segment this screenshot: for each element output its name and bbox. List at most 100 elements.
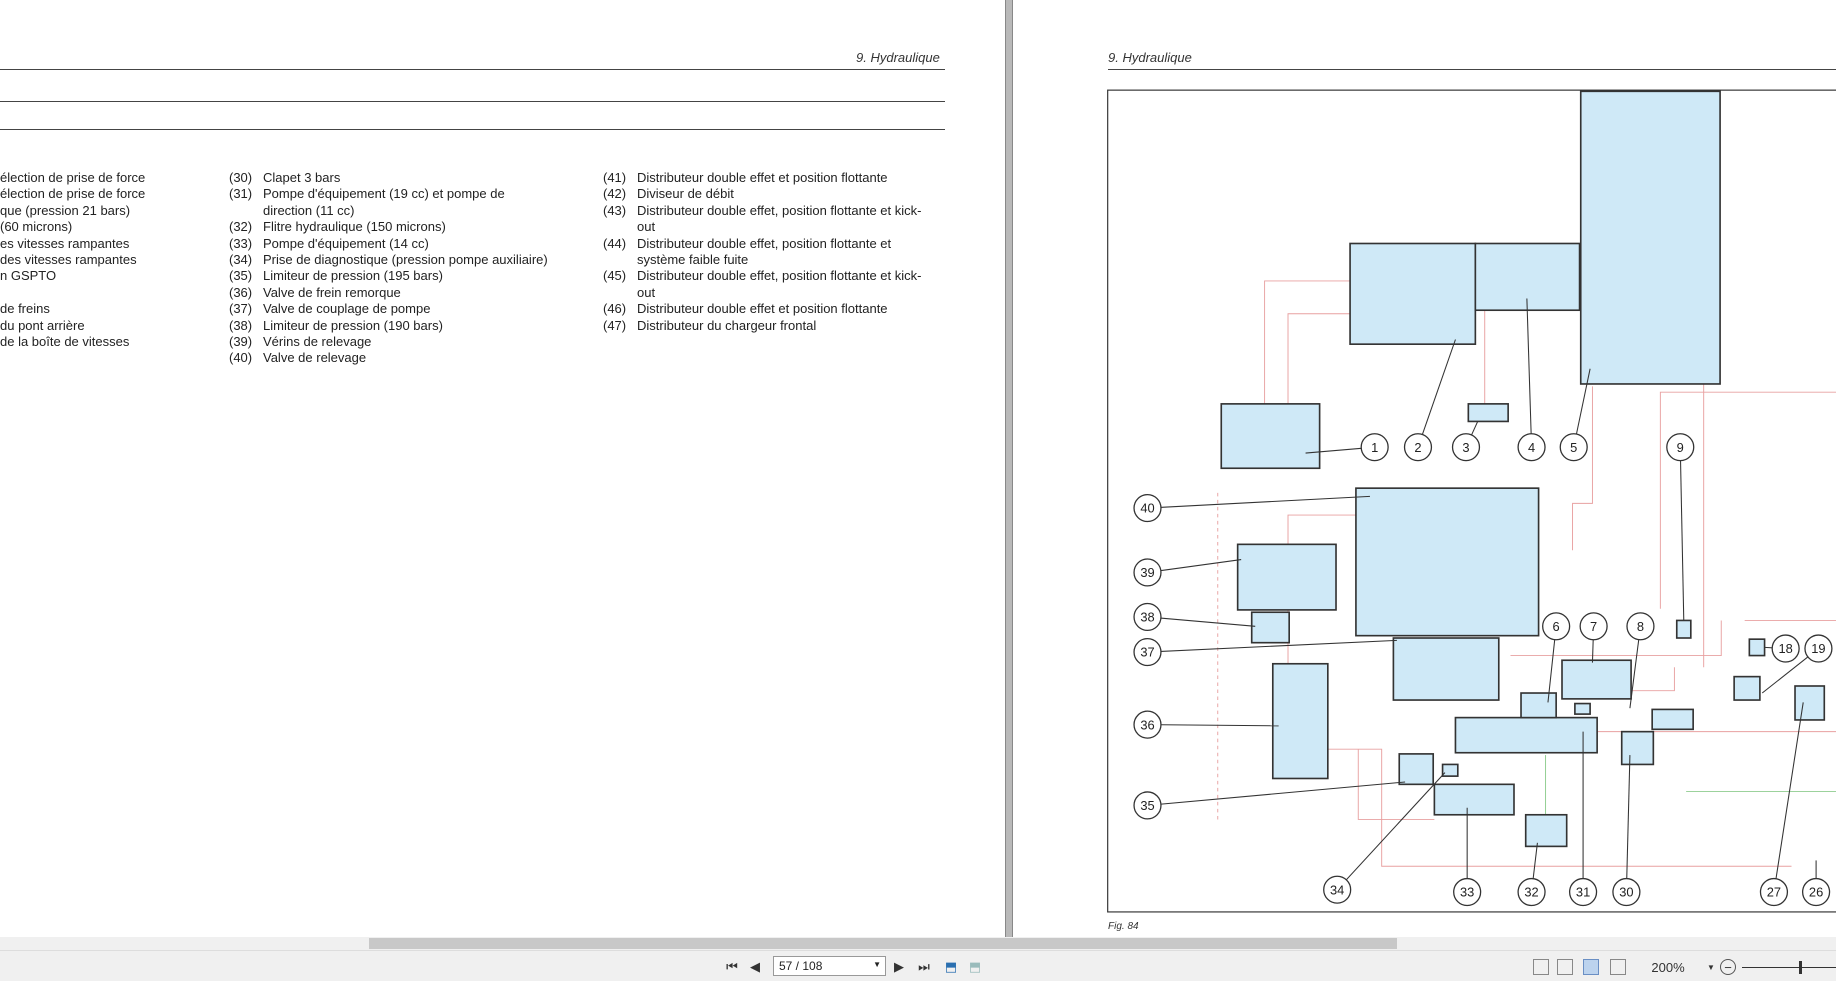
callout-7: 7 — [1579, 612, 1608, 641]
legend-item: du pont arrière — [0, 317, 85, 333]
component-block — [1220, 403, 1321, 470]
page-number-input[interactable]: 57 / 108 ▼ — [773, 956, 886, 976]
legend-text: Prise de diagnostique (pression pompe au… — [263, 252, 548, 268]
legend-item: (46)Distributeur double effet et positio… — [603, 301, 921, 317]
leader-line — [1147, 559, 1242, 573]
continuous-view-icon[interactable] — [1557, 959, 1573, 975]
legend-text-line: Prise de diagnostique (pression pompe au… — [263, 252, 548, 268]
leader-line — [1526, 298, 1533, 448]
horizontal-scrollbar[interactable] — [0, 937, 1836, 950]
legend-text-line: Distributeur double effet et position fl… — [637, 301, 888, 317]
legend-text: Valve de couplage de pompe — [263, 301, 430, 317]
legend-item: (43)Distributeur double effet, position … — [603, 203, 921, 236]
header-rule — [1108, 69, 1836, 70]
callout-number: 5 — [1570, 440, 1577, 455]
legend-text: Limiteur de pression (195 bars) — [263, 268, 443, 284]
legend-text-line: Diviseur de débit — [637, 186, 734, 202]
legend-item: (40)Valve de relevage — [229, 350, 548, 366]
previous-page-icon[interactable]: ◀ — [750, 959, 760, 974]
legend-item: (42)Diviseur de débit — [603, 186, 921, 202]
component-block — [1524, 813, 1568, 848]
callout-31: 31 — [1568, 877, 1598, 907]
legend-text: Clapet 3 bars — [263, 170, 340, 186]
legend-text: Distributeur du chargeur frontal — [637, 318, 816, 334]
legend-text: Valve de relevage — [263, 350, 366, 366]
two-page-continuous-view-icon[interactable] — [1610, 959, 1626, 975]
legend-text-line: système faible fuite — [637, 252, 749, 268]
previous-view-icon[interactable]: ⬒ — [944, 959, 958, 974]
leader-line — [1547, 626, 1557, 703]
legend-text: Distributeur double effet et position fl… — [637, 170, 888, 186]
leader-line — [1625, 755, 1631, 893]
leader-line — [1147, 781, 1406, 806]
callout-number: 6 — [1553, 619, 1560, 634]
component-block — [1733, 675, 1761, 701]
legend-text-line: Vérins de relevage — [263, 334, 372, 350]
legend-text-line: out — [637, 219, 656, 235]
first-page-icon[interactable]: ⏮ — [726, 959, 738, 974]
legend-item: des vitesses rampantes — [0, 251, 137, 267]
next-page-icon[interactable]: ▶ — [894, 959, 904, 974]
zoom-slider[interactable] — [1742, 967, 1836, 968]
component-block — [1474, 242, 1581, 312]
zoom-slider-thumb[interactable] — [1799, 961, 1802, 974]
legend-number: (35) — [229, 268, 253, 284]
page-divider — [1005, 0, 1013, 937]
leader-line — [1761, 648, 1819, 694]
legend-item: es vitesses rampantes — [0, 235, 130, 251]
rule — [0, 101, 945, 102]
callout-number: 4 — [1528, 440, 1535, 455]
zoom-dropdown-icon[interactable]: ▼ — [1707, 962, 1715, 972]
callout-37: 37 — [1133, 637, 1162, 667]
callout-number: 26 — [1809, 885, 1823, 900]
component-block — [1467, 403, 1509, 423]
component-block — [1574, 702, 1591, 715]
component-block — [1398, 753, 1435, 786]
callout-9: 9 — [1666, 433, 1695, 462]
legend-item: (33)Pompe d'équipement (14 cc) — [229, 236, 548, 252]
legend-item: (41)Distributeur double effet et positio… — [603, 170, 921, 186]
callout-number: 7 — [1590, 619, 1597, 634]
horizontal-scrollbar-thumb[interactable] — [369, 938, 1397, 949]
component-block — [1620, 730, 1655, 766]
page-number-value: 57 / 108 — [779, 959, 823, 973]
legend-item: de freins — [0, 301, 50, 317]
zoom-level[interactable]: 200% — [1651, 959, 1685, 975]
legend-number: (30) — [229, 170, 253, 185]
leader-line — [1591, 626, 1595, 663]
callout-number: 35 — [1140, 798, 1154, 813]
last-page-icon[interactable]: ⏭ — [918, 959, 930, 974]
legend-item: (36)Valve de frein remorque — [229, 285, 548, 301]
callout-18: 18 — [1771, 634, 1800, 663]
component-block — [1250, 611, 1291, 644]
next-view-icon[interactable]: ⬒ — [968, 959, 982, 974]
callout-2: 2 — [1403, 433, 1433, 462]
component-block — [1392, 637, 1500, 701]
component-block — [1271, 662, 1329, 780]
leader-line — [1336, 772, 1446, 891]
component-block — [1561, 659, 1632, 700]
callout-number: 36 — [1140, 717, 1154, 732]
zoom-out-icon[interactable]: − — [1720, 959, 1736, 975]
component-block — [1748, 638, 1766, 657]
legend-number: (45) — [603, 268, 627, 284]
two-page-view-icon[interactable] — [1583, 959, 1599, 975]
page-dropdown-icon[interactable]: ▼ — [873, 960, 881, 969]
legend-item: (31)Pompe d'équipement (19 cc) et pompe … — [229, 186, 548, 219]
legend-text-line: Limiteur de pression (190 bars) — [263, 317, 443, 333]
single-page-view-icon[interactable] — [1533, 959, 1549, 975]
callout-number: 37 — [1140, 645, 1154, 660]
callout-34: 34 — [1323, 875, 1352, 904]
legend-number: (39) — [229, 334, 253, 350]
callout-number: 19 — [1811, 641, 1825, 656]
legend-text: Distributeur double effet et position fl… — [637, 301, 888, 317]
leader-line — [1629, 626, 1641, 709]
callout-38: 38 — [1133, 602, 1162, 632]
legend-text: Vérins de relevage — [263, 334, 371, 350]
leader-line — [1147, 616, 1256, 627]
component-block — [1441, 763, 1459, 777]
leader-line — [1465, 421, 1479, 448]
legend-text: Limiteur de pression (190 bars) — [263, 318, 443, 334]
legend-item — [0, 285, 145, 301]
viewer-toolbar: ⏮ ◀ 57 / 108 ▼ ▶ ⏭ ⬒ ⬒ 200% ▼ − — [0, 950, 1836, 981]
